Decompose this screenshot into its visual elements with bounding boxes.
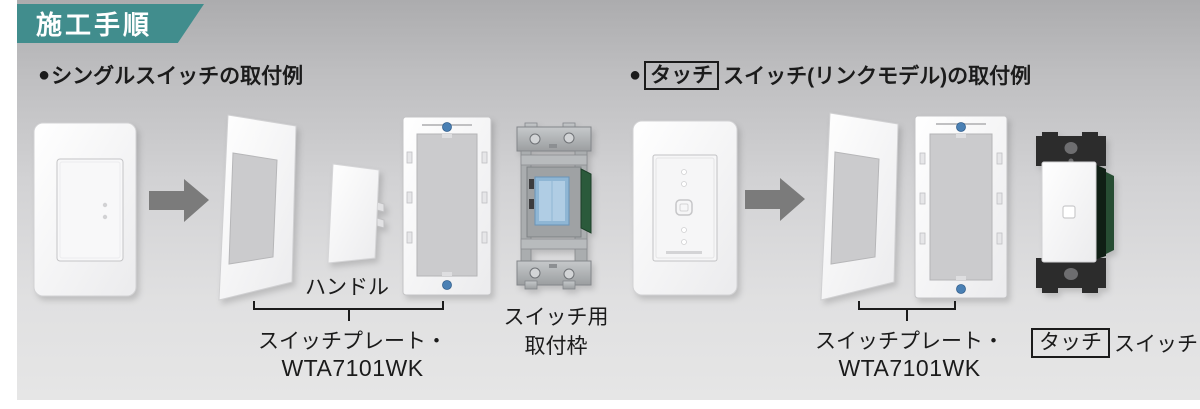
left-section-heading: ● シングルスイッチの取付例 [38, 60, 303, 90]
section-header-badge: 施工手順 [17, 4, 204, 43]
touch-boxed-word: タッチ [644, 60, 720, 90]
assembled-single-switch-image [33, 122, 137, 302]
switch-plate-image [216, 113, 300, 308]
metal-mounting-frame-icon [516, 122, 592, 290]
touch-switch-plate-icon [632, 120, 738, 296]
mounting-frame-icon [914, 115, 1008, 299]
switch-plate-image [818, 111, 902, 308]
switch-mounting-frame-label: スイッチ用 取付枠 [486, 303, 626, 361]
switch-plate-label-right: スイッチプレート・ WTA7101WK [812, 328, 1007, 382]
bullet-icon: ● [38, 63, 51, 86]
plate-label-line1: スイッチプレート・ [258, 330, 447, 353]
plate-label-line2: WTA7101WK [838, 355, 981, 381]
plate-mounting-frame-image [400, 114, 494, 303]
plate-label-line2: WTA7101WK [281, 355, 424, 381]
switch-plate-label-left: スイッチプレート・ WTA7101WK [255, 328, 450, 382]
plate-bracket-right [858, 301, 956, 321]
assembled-touch-switch-image [632, 120, 738, 301]
right-heading-text: スイッチ(リンクモデル)の取付例 [723, 65, 1032, 88]
right-arrow-icon [745, 178, 805, 221]
handle-icon [327, 163, 385, 264]
touch-boxed-word: タッチ [1031, 328, 1110, 358]
mounting-frame-icon [402, 116, 492, 296]
step-arrow [149, 177, 209, 229]
handle-image [327, 162, 385, 271]
step-arrow [745, 176, 805, 228]
touch-switch-icon [1036, 132, 1114, 293]
switch-plate-icon [218, 114, 297, 301]
bracket-stem [906, 308, 908, 321]
frame-label-line1: スイッチ用 [503, 306, 609, 329]
touch-switch-device-image [1026, 130, 1118, 301]
right-section-heading: ● タッチ スイッチ(リンクモデル)の取付例 [629, 60, 1031, 90]
plate-label-line1: スイッチプレート・ [815, 330, 1004, 353]
frame-label-line2: 取付枠 [524, 335, 588, 358]
left-heading-text: シングルスイッチの取付例 [51, 65, 304, 88]
page-title: 施工手順 [36, 10, 153, 40]
touch-switch-label: タッチ スイッチ [1031, 328, 1198, 358]
switch-plate-icon [820, 112, 899, 301]
bracket-stem [347, 308, 350, 321]
right-arrow-icon [149, 179, 209, 222]
plate-mounting-frame-image [912, 113, 1010, 306]
switch-with-metal-frame-image [511, 121, 599, 296]
single-switch-plate-icon [33, 122, 137, 297]
touch-switch-label-text: スイッチ [1114, 333, 1198, 356]
plate-bracket-left [253, 301, 444, 321]
handle-label: ハンドル [305, 276, 389, 299]
bullet-icon: ● [629, 63, 642, 86]
